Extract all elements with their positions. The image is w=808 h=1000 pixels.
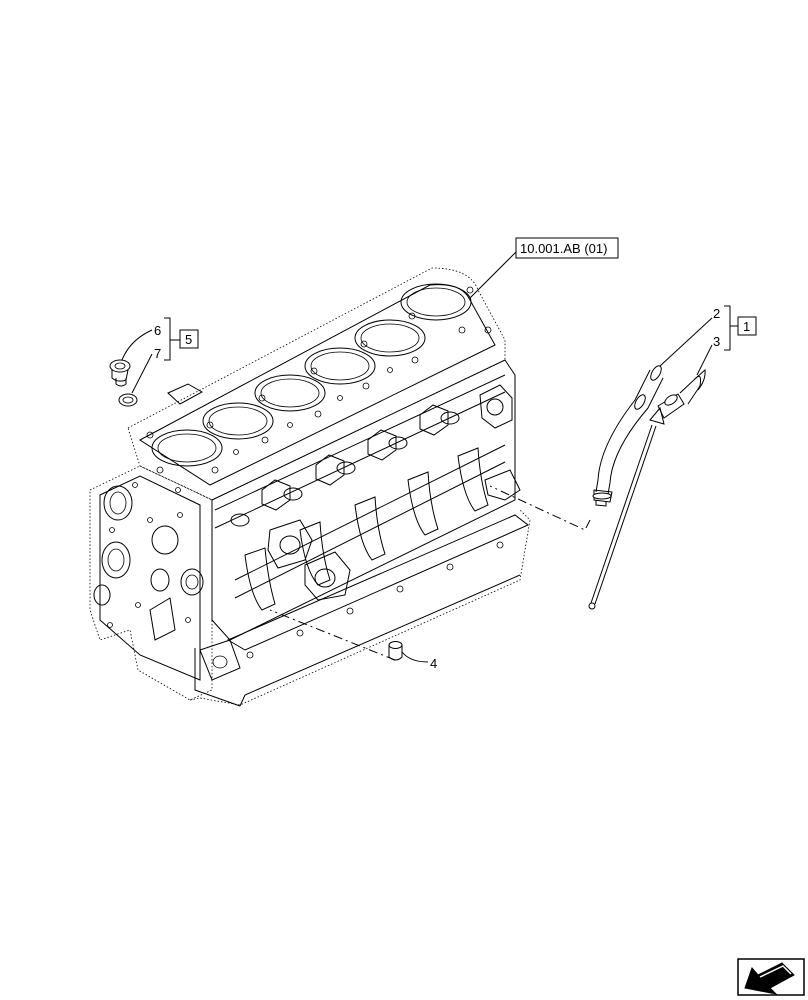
install-line-plug	[269, 609, 396, 661]
leader-4	[401, 651, 429, 663]
engine-block	[89, 267, 531, 707]
callout-7[interactable]: 7	[154, 346, 161, 361]
callout-5[interactable]: 5	[179, 329, 199, 349]
deck-holes	[146, 286, 492, 474]
cylinder-bores	[151, 283, 472, 467]
bracket-6-7	[164, 317, 180, 361]
callout-5-label: 5	[185, 332, 192, 347]
bracket-2-3	[724, 305, 738, 351]
leader-6	[121, 329, 153, 361]
leader-7	[131, 353, 153, 394]
rail-bosses	[230, 404, 460, 527]
reference-label: 10.001.AB (01)	[520, 241, 607, 256]
leader-3	[696, 344, 713, 376]
washer[interactable]	[118, 393, 138, 407]
plug-with-washer[interactable]	[109, 359, 131, 387]
callout-6[interactable]: 6	[154, 323, 161, 338]
callout-1[interactable]: 1	[737, 316, 757, 336]
leader-2	[659, 317, 713, 367]
crankcase-bulges	[244, 447, 489, 611]
reference-callout[interactable]: 10.001.AB (01)	[515, 237, 619, 259]
callout-2[interactable]: 2	[713, 306, 720, 321]
leader-ref	[469, 249, 519, 299]
dipstick-tube[interactable]	[592, 364, 664, 507]
install-line-tube	[489, 485, 591, 531]
callout-4[interactable]: 4	[430, 656, 437, 671]
dipstick[interactable]	[588, 368, 706, 610]
arrow-icon[interactable]	[737, 958, 805, 996]
plug[interactable]	[388, 641, 403, 661]
callout-1-label: 1	[743, 319, 750, 334]
callout-3[interactable]: 3	[713, 334, 720, 349]
